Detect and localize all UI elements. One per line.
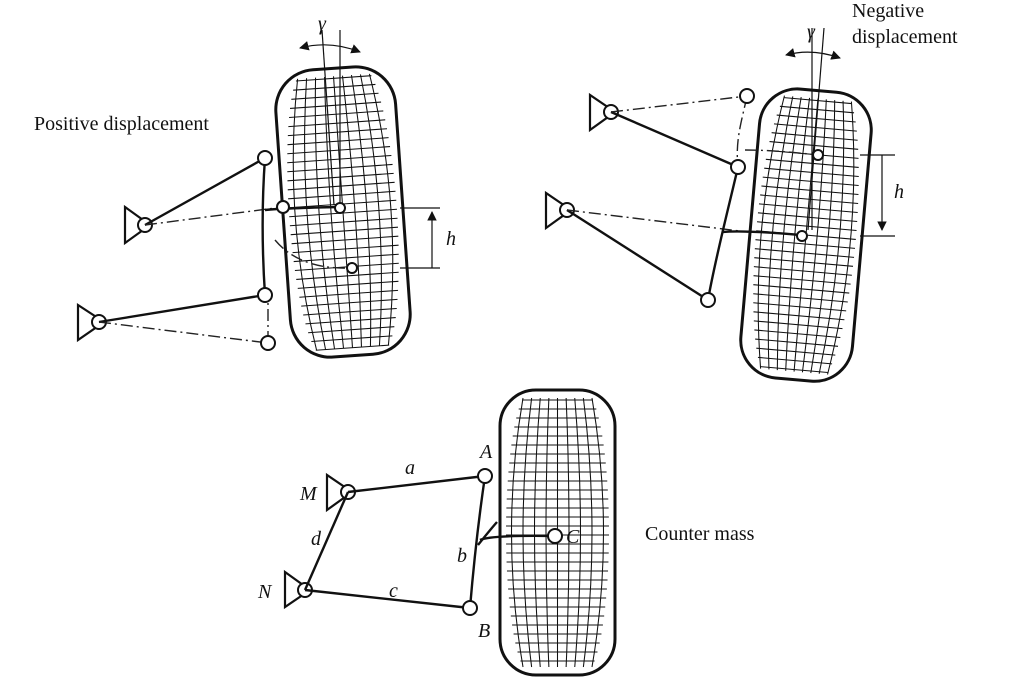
pivot-M (325, 472, 354, 513)
lower-ball-joint (257, 287, 273, 303)
label-C: C (566, 526, 580, 548)
tread-column (292, 78, 318, 351)
label-link-c: c (389, 580, 398, 602)
upper-ghost-joint-neg (739, 88, 755, 104)
link-c (304, 588, 471, 610)
point-A-joint (477, 468, 493, 484)
tread-column (545, 397, 550, 668)
link-b (468, 475, 487, 609)
lower-arm-ghost-positive (98, 321, 269, 344)
tread-column (324, 76, 345, 349)
counter-mass-label: Counter mass (645, 523, 755, 545)
upper-ball-joint (257, 150, 273, 166)
negative-displacement-panel: γ Negative displacement h (544, 0, 958, 383)
tread-column (359, 74, 382, 346)
spindle-ghost-neg (744, 149, 819, 156)
tread-column (801, 99, 827, 373)
h-label-negative: h (894, 181, 904, 203)
tread-column (533, 397, 541, 668)
spindle-negative (721, 230, 801, 237)
label-A: A (478, 441, 493, 463)
tread-column (582, 397, 593, 668)
tread-column (368, 73, 394, 346)
label-B: B (478, 620, 490, 642)
lower-ghost-joint (260, 335, 276, 351)
label-link-a: a (405, 457, 415, 479)
spindle-positive (264, 205, 341, 212)
lower-arm-negative (566, 208, 709, 302)
negative-displacement-title-1: Negative (852, 0, 924, 22)
knuckle-ghost-neg (736, 95, 748, 168)
gamma-label-negative: γ (807, 21, 816, 43)
point-B-joint (462, 600, 478, 616)
counter-mass-panel: A B C M N a b c d Counter mass (257, 388, 755, 677)
spindle-ghost (274, 239, 353, 269)
wheel-center-ghost-positive (346, 262, 358, 274)
tread-column (818, 100, 845, 374)
tread-column (565, 397, 570, 668)
tread-column (511, 397, 524, 668)
wheel-center-negative (796, 230, 808, 242)
camber-angle-arrow-neg (785, 48, 841, 60)
positive-displacement-title: Positive displacement (34, 113, 209, 135)
tread-column (522, 397, 533, 668)
lower-pivot-positive (76, 302, 106, 343)
tread-column (350, 74, 372, 347)
gamma-label-positive: γ (318, 13, 327, 35)
upper-arm-negative (610, 110, 739, 169)
negative-displacement-title-2: displacement (852, 26, 958, 48)
label-link-d: d (311, 528, 322, 550)
tread-column (827, 101, 855, 375)
upper-arm-ghost-negative (610, 95, 748, 113)
point-C-joint (547, 528, 563, 544)
tread-column (810, 100, 836, 374)
label-M: M (299, 483, 318, 505)
tread-column (304, 78, 327, 350)
lower-pivot-negative (544, 190, 573, 231)
lower-arm-positive (98, 293, 266, 324)
camber-angle-arrow (299, 41, 361, 54)
tread-column (591, 397, 604, 668)
link-a (347, 474, 486, 494)
link-d (303, 491, 350, 591)
tread-column (314, 77, 336, 350)
tread-column (574, 397, 582, 668)
label-N: N (257, 581, 273, 603)
positive-displacement-panel: γ Positive displacement h (34, 13, 456, 359)
upper-pivot-negative (588, 92, 617, 133)
knuckle-positive (261, 157, 267, 296)
tire-tread-mesh (506, 397, 609, 668)
camber-reference-line-neg (807, 27, 825, 231)
tread-column (341, 75, 362, 348)
upper-arm-positive (144, 156, 266, 227)
upper-arm-ghost-positive (144, 206, 284, 226)
wheel-center-positive (334, 202, 346, 214)
upper-ball-joint-neg (730, 159, 746, 175)
knuckle-negative (706, 166, 740, 301)
lower-arm-ghost-negative (566, 209, 749, 233)
wheel-center-ghost-neg (812, 149, 824, 161)
upper-ghost-joint (276, 200, 290, 214)
knuckle-arm (477, 521, 498, 546)
label-link-b: b (457, 545, 467, 567)
h-label-positive: h (446, 228, 456, 250)
lower-ball-joint-neg (700, 292, 716, 308)
tire-tread-mesh (753, 95, 859, 375)
camber-reference-line (321, 29, 335, 206)
